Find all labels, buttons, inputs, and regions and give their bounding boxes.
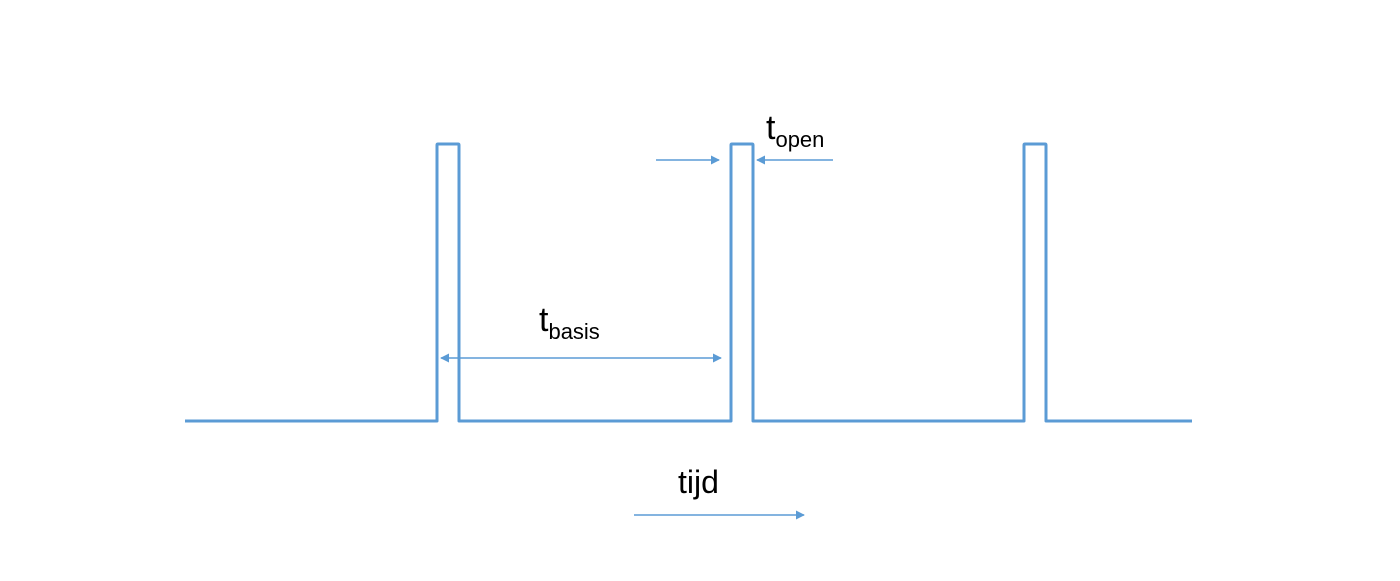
t-basis-label: tbasis <box>539 301 600 344</box>
t-open-label: topen <box>766 109 824 152</box>
time-axis-label: tijd <box>678 464 719 500</box>
pulse-waveform <box>185 142 1192 423</box>
